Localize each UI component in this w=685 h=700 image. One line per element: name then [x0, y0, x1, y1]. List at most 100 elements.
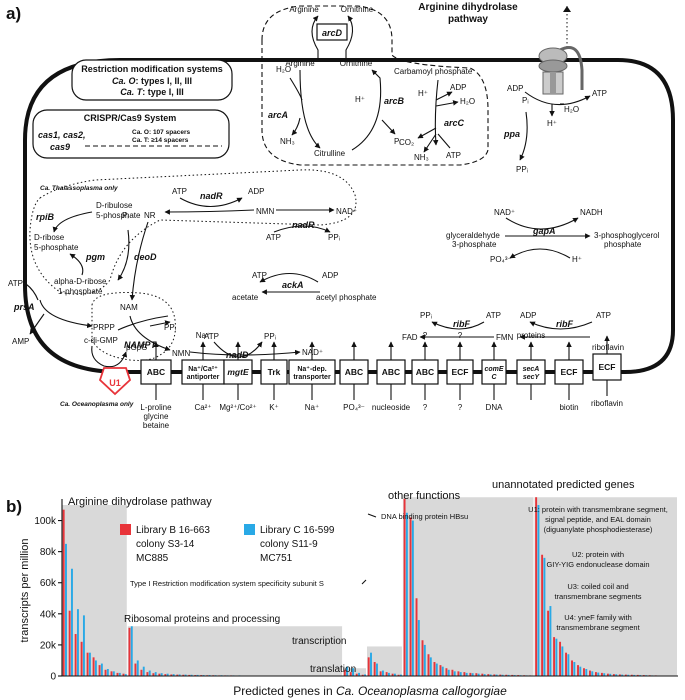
annotation-unannotated: signal peptide, and EAL domain: [545, 515, 651, 524]
bar-library-c: [94, 660, 97, 676]
arginine-pathway-title: Arginine dihydrolase: [418, 2, 518, 13]
g3p-1: glyceraldehyde: [446, 231, 500, 240]
adp-ackA: ADP: [322, 271, 338, 280]
bar-library-c: [495, 674, 498, 676]
y-tick-label: 0: [50, 672, 56, 683]
transport-bottom-label: betaine: [143, 421, 170, 430]
transport-bottom-label: riboflavin: [591, 399, 623, 408]
thalassoplasma-region: [29, 169, 357, 295]
x-axis-label: Predicted genes in Ca. Oceanoplasma call…: [233, 684, 507, 698]
group-label-other: other functions: [388, 490, 461, 502]
ribF-2-label: ribF: [556, 319, 574, 329]
g3p-2: 3-phosphate: [452, 240, 497, 249]
transport-top-label: ?: [458, 331, 463, 340]
pgpg-label: pGpG: [126, 343, 147, 352]
hplus-arcC: H⁺: [418, 89, 428, 98]
arcD-box: [316, 23, 348, 41]
c-di-gmp-label: c-di-GMP: [84, 336, 118, 345]
bar-library-b: [475, 673, 478, 676]
transport-top-label: Na⁺: [196, 331, 210, 340]
bar-library-b: [565, 652, 568, 676]
bar-library-c: [489, 674, 492, 676]
bar-library-c: [441, 666, 444, 676]
nadR-1-label: nadR: [200, 191, 223, 201]
group-background: [367, 646, 402, 676]
bar-library-b: [547, 610, 550, 676]
hplus-gapA: H⁺: [572, 255, 582, 264]
nam-label: NAM: [120, 303, 138, 312]
bar-library-c: [166, 673, 169, 676]
adp-nadR1: ADP: [248, 187, 264, 196]
transport-bottom-label: Na⁺: [305, 403, 319, 412]
nmn-b: NMN: [256, 207, 274, 216]
atp-ribF1: ATP: [486, 311, 501, 320]
bar-library-c: [112, 671, 115, 676]
y-tick-label: 40k: [40, 609, 57, 620]
nmn-a: NMN: [172, 349, 190, 358]
bar-library-b: [553, 637, 556, 676]
bar-library-c: [477, 673, 480, 676]
group-label-ribosomal: Ribosomal proteins and processing: [124, 614, 280, 625]
oceanoplasma-label: Ca. Oceanoplasma only: [60, 401, 134, 408]
bar-library-b: [481, 673, 484, 676]
bar-library-b: [98, 665, 101, 676]
bar-library-c: [393, 673, 396, 676]
nh3-arcC: NH₃: [414, 153, 429, 162]
bar-library-c: [65, 543, 67, 676]
bar-library-c: [561, 646, 564, 676]
legend-label-3: MC885: [136, 553, 169, 564]
ppi-nampt: PPᵢ: [164, 323, 176, 332]
bar-library-c: [142, 666, 145, 676]
bar-library-b: [630, 674, 633, 676]
nh3-arcA: NH₃: [280, 137, 295, 146]
bar-library-b: [559, 641, 562, 676]
bar-library-c: [88, 652, 91, 676]
y-tick-label: 80k: [40, 547, 57, 558]
legend-swatch: [120, 524, 131, 535]
bar-library-b: [116, 672, 119, 676]
adp-arcC: ADP: [450, 83, 466, 92]
annotation-unannotated: U1: protein with transmembrane segment,: [528, 505, 668, 514]
arginine-pathway-title-2: pathway: [448, 14, 488, 25]
d-ribulose: D-ribulose: [96, 201, 133, 210]
bar-library-c: [370, 652, 372, 676]
bar-library-b: [457, 671, 460, 676]
bar-library-b: [451, 669, 454, 676]
bar-library-b: [421, 640, 424, 676]
annotation-unannotated: GIY-YIG endonuclease domain: [546, 560, 649, 569]
bar-library-c: [352, 668, 355, 676]
transport-bottom-label: Mg²⁺/Co²⁺: [219, 403, 256, 412]
bar-library-b: [415, 598, 418, 676]
atp-ribF2: ATP: [596, 311, 611, 320]
bar-library-c: [124, 674, 127, 676]
bar-library-b: [505, 674, 508, 676]
bar-library-c: [106, 669, 109, 676]
nadh-gapA: NADH: [580, 208, 603, 217]
bar-library-b: [128, 627, 131, 676]
bar-library-b: [80, 641, 83, 676]
legend-label-2: colony S11-9: [260, 539, 318, 550]
transport-bottom-label: ?: [423, 403, 428, 412]
bar-library-b: [86, 652, 89, 676]
nr-label: NR: [144, 211, 156, 220]
atp-synthase-icon: [538, 6, 584, 95]
prsA-label: prsA: [13, 302, 35, 312]
arcB-label: arcB: [384, 96, 405, 106]
co2-arcC: CO₂: [399, 138, 414, 147]
atp-ackA: ATP: [252, 271, 267, 280]
pgm-label: pgm: [85, 252, 105, 262]
bar-library-c: [411, 520, 414, 676]
group-label-unannotated: unannotated predicted genes: [492, 479, 635, 491]
bar-library-b: [397, 674, 400, 676]
bar-library-c: [573, 662, 576, 676]
gapA-label: gapA: [532, 226, 556, 236]
transporter-label: ABC: [345, 367, 363, 377]
bar-library-c: [184, 674, 187, 676]
hplus-arcB: H⁺: [355, 95, 365, 104]
bar-library-c: [603, 673, 606, 676]
bar-library-c: [627, 674, 630, 676]
carbamoyl-phosphate-label: Carbamoyl phosphate: [394, 67, 473, 76]
h2o-arcA: H₂O: [276, 65, 291, 74]
transporter-label: Na⁺-dep.: [297, 365, 326, 373]
